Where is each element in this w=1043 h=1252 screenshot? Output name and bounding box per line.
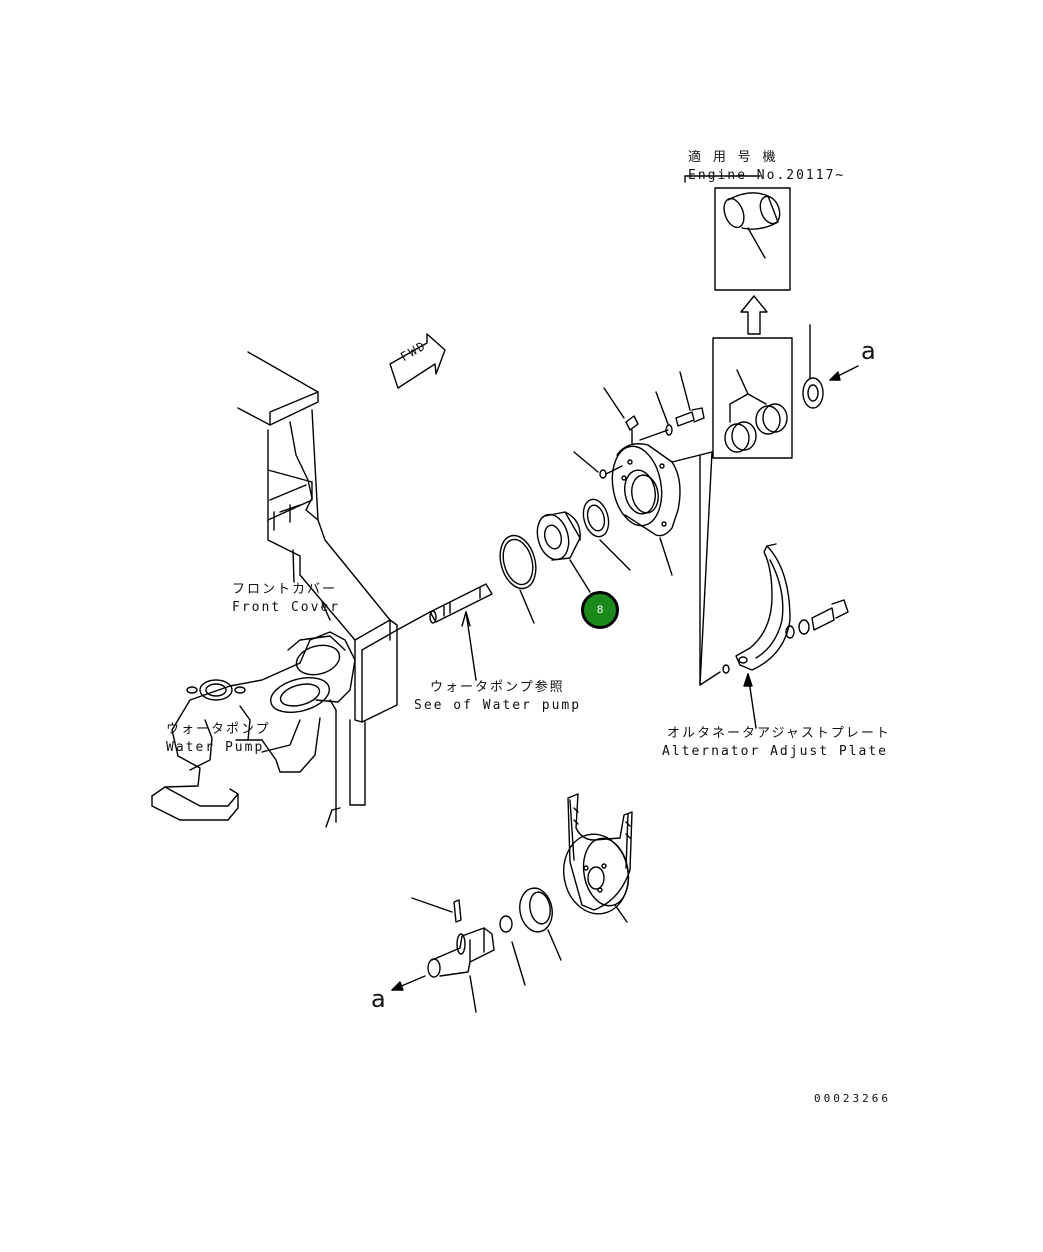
front-cover-label-jp: フロントカバー: [232, 582, 338, 597]
plate-bolt: [786, 600, 848, 638]
front-cover-label-en: Front Cover: [232, 600, 341, 615]
leader-lines: [293, 456, 700, 685]
water-pump-label-jp: ウォータポンプ: [166, 722, 271, 737]
alternator-adjust-plate: [736, 544, 790, 670]
washer-small-top: [640, 392, 672, 440]
water-pump-ref-label-jp: ウォータポンプ参照: [430, 680, 565, 695]
washer-plate: [723, 665, 729, 673]
water-pump: [152, 632, 355, 820]
bolt-top: [676, 372, 704, 426]
water-pump-ref-label-en: See of Water pump: [414, 698, 582, 713]
bearing: [516, 886, 561, 960]
key: [412, 898, 461, 922]
ref-a-bottom: a: [371, 985, 386, 1013]
spacer: [500, 916, 525, 985]
inset-box-top: [685, 176, 790, 290]
o-ring: [495, 532, 542, 623]
up-arrow-icon: [741, 296, 767, 334]
fwd-arrow-icon: [390, 334, 445, 388]
fan-belt: [568, 794, 632, 910]
water-pump-label-en: Water Pump: [166, 740, 265, 755]
alternator-plate-label-en: Alternator Adjust Plate: [662, 744, 889, 759]
pulley-shaft: [428, 928, 494, 1012]
grease-fitting: [604, 388, 638, 444]
ref-a-top: a: [861, 337, 876, 365]
pulley: [558, 829, 635, 922]
arrow-a-bottom: [392, 976, 425, 990]
arrow-a-top: [830, 366, 858, 380]
gasket: [579, 497, 630, 570]
applicable-note-en: Engine No.20117~: [688, 168, 846, 183]
plug-small: [574, 452, 622, 478]
seal: [533, 511, 590, 592]
inset-box-bushings: [713, 338, 792, 458]
washer-right: [803, 325, 823, 408]
drawing-number: 00023266: [814, 1092, 891, 1105]
plate-leader: [744, 674, 756, 728]
front-cover-frame: [238, 352, 397, 827]
shaft: [397, 584, 492, 680]
alternator-plate-label-jp: オルタネータアジャストプレート: [667, 726, 891, 741]
applicable-note-jp: 適 用 号 機: [688, 150, 778, 165]
part-callout-badge[interactable]: 8: [581, 591, 619, 629]
